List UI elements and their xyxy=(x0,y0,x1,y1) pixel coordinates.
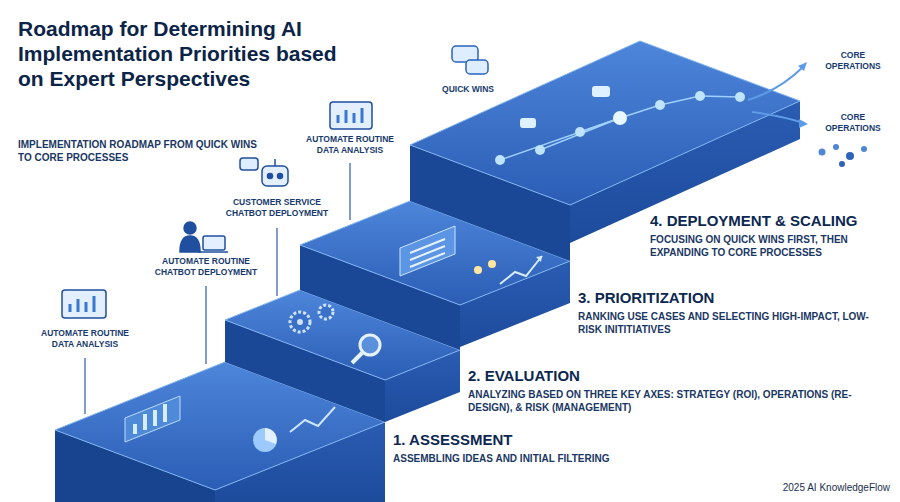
use-case-label: AUTOMATE ROUTINE DATA ANALYSIS xyxy=(30,328,140,350)
tread-chart-icons xyxy=(125,396,180,442)
diagram-title: Roadmap for Determining AI Implementatio… xyxy=(18,16,358,91)
tread-checklist-icons xyxy=(474,266,482,274)
tread-network-icons xyxy=(799,119,808,128)
tread-chart-icons xyxy=(153,410,157,426)
staircase xyxy=(55,41,800,502)
use-case-icons xyxy=(345,110,348,123)
use-case-icons xyxy=(262,166,288,186)
use-case-icons xyxy=(268,174,273,179)
tread-checklist-icons xyxy=(488,260,496,268)
tread-network-icons xyxy=(752,112,804,123)
tread-network-icons xyxy=(613,111,627,125)
core-operations-dots xyxy=(846,152,854,160)
step-description: FOCUSING ON QUICK WINS FIRST, THEN EXPAN… xyxy=(650,233,895,259)
use-case-icons xyxy=(278,174,283,179)
use-case-label: AUTOMATE ROUTINE DATA ANALYSIS xyxy=(300,134,400,156)
step-heading: 1. ASSESSMENT xyxy=(393,430,693,449)
tread-gear-icons xyxy=(297,319,303,325)
tread-network-icons xyxy=(500,118,620,160)
tread-chart-icons xyxy=(133,424,137,434)
stage-label: QUICK WINS xyxy=(435,84,501,95)
tread-checklist-icons xyxy=(536,256,542,262)
core-operations-dots xyxy=(839,161,845,167)
use-case-icons xyxy=(240,158,258,170)
step-description: ASSEMBLING IDEAS AND INITIAL FILTERING xyxy=(393,452,693,465)
use-case-icons xyxy=(198,251,228,253)
step-text-block: 4. DEPLOYMENT & SCALING FOCUSING ON QUICK… xyxy=(650,211,895,259)
use-case-icons xyxy=(85,302,88,312)
use-case-icons xyxy=(361,108,364,123)
step-text-block: 2. EVALUATION ANALYZING BASED ON THREE KE… xyxy=(468,366,888,414)
core-operations-dots xyxy=(819,149,826,156)
use-case-icons xyxy=(466,60,488,74)
step-heading: 3. PRIORITIZATION xyxy=(578,288,878,307)
tread-checklist-icons xyxy=(410,246,445,260)
target-label: CORE OPERATIONS xyxy=(812,112,894,134)
tread-chart-icons xyxy=(253,428,277,452)
use-case-icons xyxy=(274,159,276,166)
tread-chart-icons xyxy=(163,404,167,422)
use-case-icons xyxy=(69,304,72,312)
tread-network-icons xyxy=(495,62,808,165)
step-description: RANKING USE CASES AND SELECTING HIGH-IMP… xyxy=(578,310,878,336)
use-case-icons xyxy=(353,113,356,123)
core-operations-dots xyxy=(861,146,867,152)
tread-network-icons xyxy=(660,96,700,105)
tread-chart-icons xyxy=(125,396,335,452)
tread-network-icons xyxy=(575,127,585,137)
leader-lines xyxy=(276,228,277,296)
tread-chart-icons xyxy=(143,414,147,430)
tread-network-icons xyxy=(735,92,745,102)
tread-network-icons xyxy=(520,118,536,128)
use-case-icons xyxy=(93,296,96,312)
tread-network-icons xyxy=(495,155,505,165)
tread-checklist-icons xyxy=(410,253,445,267)
leader-lines xyxy=(205,286,206,364)
leader-lines xyxy=(85,163,350,414)
staircase xyxy=(410,41,800,205)
tread-network-icons xyxy=(540,118,620,150)
use-case-icons xyxy=(203,236,225,250)
tread-gear-icons xyxy=(352,353,362,363)
leader-lines xyxy=(349,163,350,220)
tread-chart-icons xyxy=(290,407,335,432)
tread-chart-icons xyxy=(265,428,277,444)
tread-checklist-icons xyxy=(500,256,542,284)
use-case-icons xyxy=(184,222,196,234)
step-heading: 4. DEPLOYMENT & SCALING xyxy=(650,211,895,230)
use-case-icons xyxy=(62,290,106,318)
target-label: CORE OPERATIONS xyxy=(812,50,894,72)
use-case-icons xyxy=(330,102,372,129)
watermark: 2025 AI KnowledgeFlow xyxy=(766,482,890,494)
tread-network-icons xyxy=(535,145,545,155)
step-text-block: 3. PRIORITIZATION RANKING USE CASES AND S… xyxy=(578,288,878,336)
use-case-label: AUTOMATE ROUTINE CHATBOT DEPLOYMENT xyxy=(150,256,262,278)
tread-checklist-icons xyxy=(410,239,445,253)
use-case-label: CUSTOMER SERVICE CHATBOT DEPLOYMENT xyxy=(212,197,342,219)
tread-network-icons xyxy=(655,100,665,110)
tread-network-icons xyxy=(798,62,807,71)
tread-gear-icons xyxy=(360,335,380,355)
core-operations-dots xyxy=(833,144,839,150)
tread-network-icons xyxy=(592,86,610,97)
tread-gear-icons xyxy=(290,312,310,332)
tread-network-icons xyxy=(700,96,740,97)
tread-gear-icons xyxy=(319,305,333,319)
step-heading: 2. EVALUATION xyxy=(468,366,888,385)
subtitle: IMPLEMENTATION ROADMAP FROM QUICK WINS T… xyxy=(18,138,258,164)
use-case-icons xyxy=(180,236,200,252)
tread-gear-icons xyxy=(290,305,380,363)
tread-network-icons xyxy=(748,66,804,100)
step-description: ANALYZING BASED ON THREE KEY AXES: STRAT… xyxy=(468,388,888,414)
tread-network-icons xyxy=(695,91,705,101)
tread-checklist-icons xyxy=(400,226,542,284)
core-operations-dots xyxy=(819,144,868,167)
step-text-block: 1. ASSESSMENT ASSEMBLING IDEAS AND INITIA… xyxy=(393,430,693,465)
leader-lines xyxy=(84,358,85,414)
use-case-icons xyxy=(77,299,80,312)
tread-checklist-icons xyxy=(400,226,455,276)
use-case-icons xyxy=(337,115,340,123)
